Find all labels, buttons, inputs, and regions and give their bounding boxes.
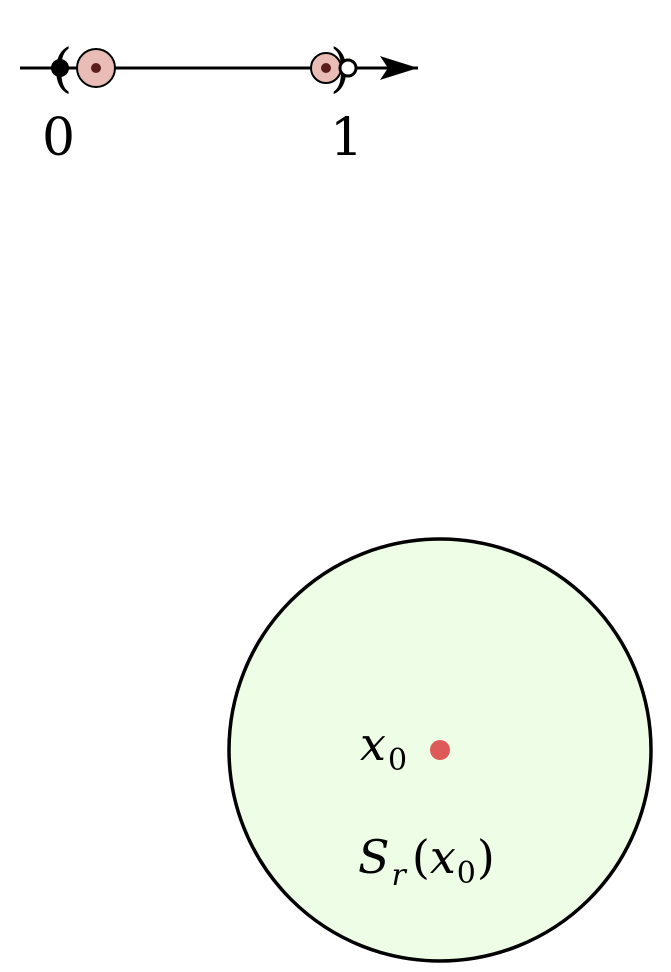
set-label: Sr(x0) [358, 830, 495, 893]
neighborhood-left-center [91, 63, 101, 73]
arrow-head-icon [380, 56, 418, 80]
center-label: x0 [360, 717, 407, 778]
open-point-one [338, 58, 358, 78]
closed-point-zero [51, 59, 69, 77]
neighborhood-right-center [321, 63, 331, 73]
tick-label-one: 1 [330, 108, 363, 168]
center-point [430, 740, 450, 760]
left-paren: ( [52, 39, 72, 99]
number-line: ( ) 0 1 [20, 39, 418, 168]
ball: x0 Sr(x0) [227, 537, 653, 963]
tick-label-zero: 0 [42, 108, 75, 168]
